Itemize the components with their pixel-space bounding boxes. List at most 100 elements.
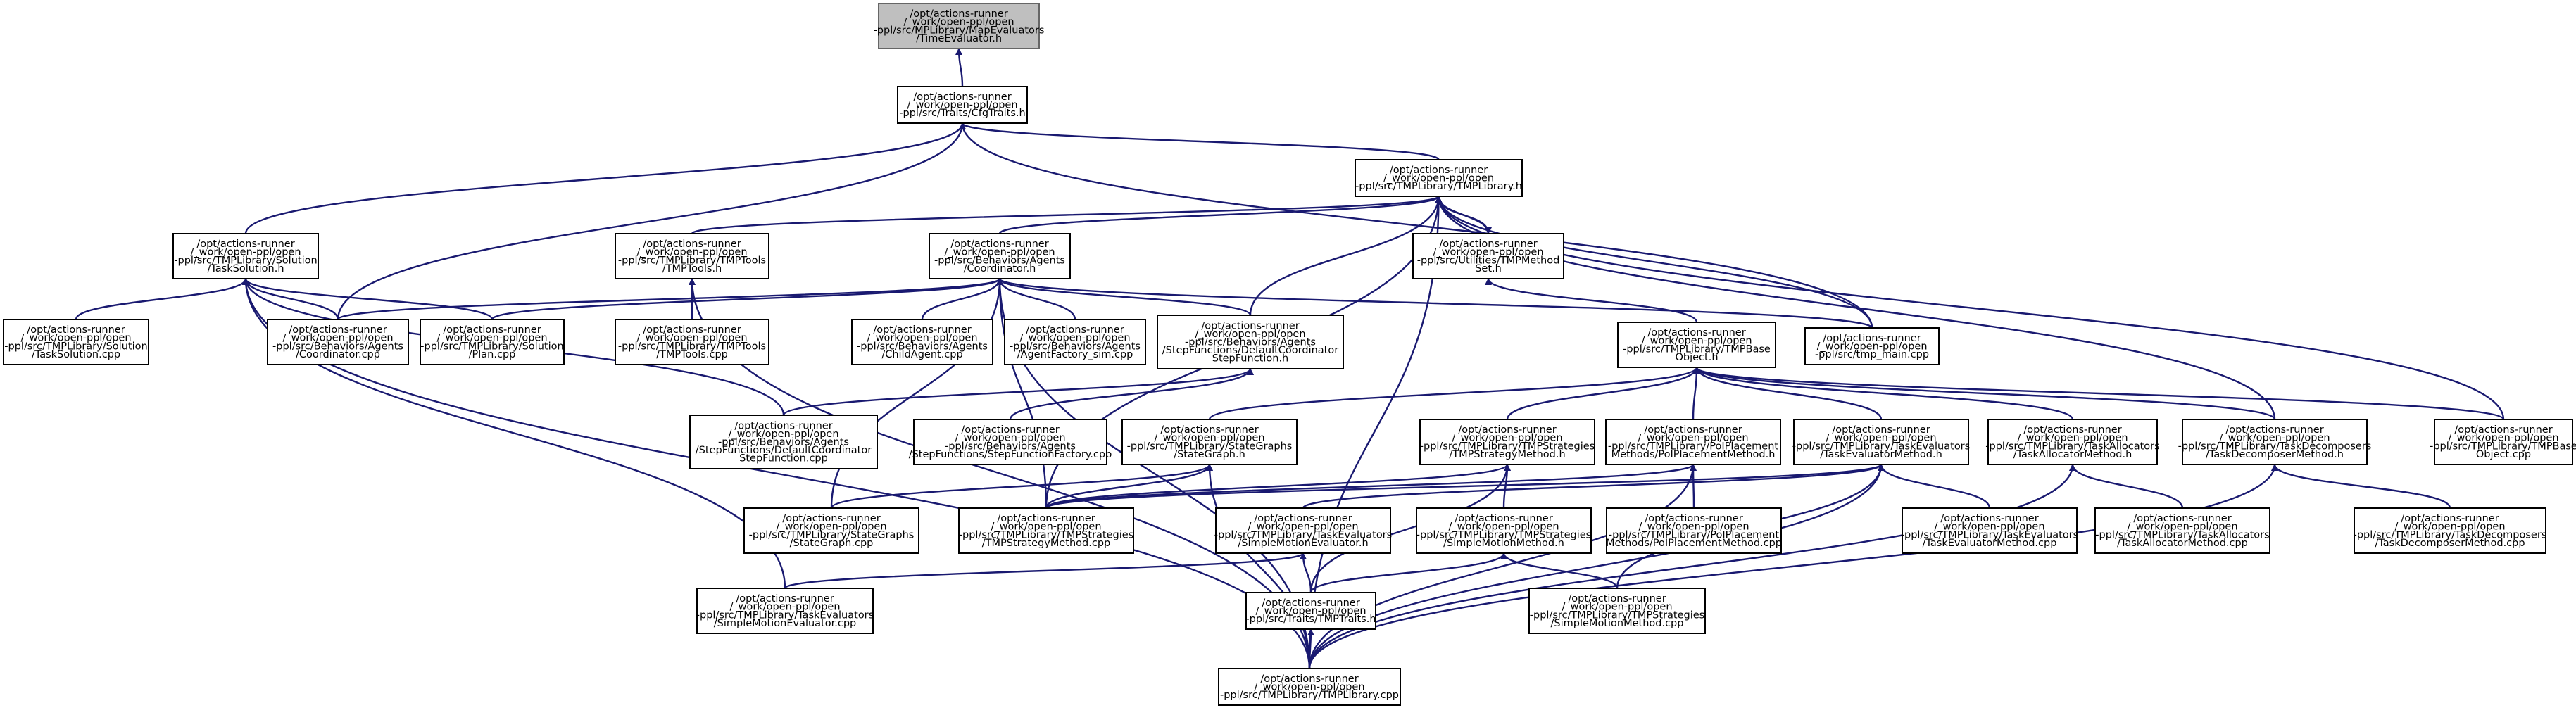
file-path-line: /ChildAgent.cpp: [881, 349, 962, 360]
file-path-line: -ppl/src/TMPLibrary/PoIPlacement: [1609, 529, 1779, 540]
file-node-TaskEvaluatorMethod_h[interactable]: /opt/actions-runner/_work/open-ppl/open-…: [1792, 419, 1970, 465]
edge-TMPBaseObject_cpp-includes-TMPBaseObject_h: [1693, 366, 2505, 421]
file-node-TMPLibrary_h[interactable]: /opt/actions-runner/_work/open-ppl/open-…: [1355, 159, 1523, 197]
edge-TMPLibrary_cpp-includes-TMPLibrary_h: [1308, 196, 1443, 669]
file-node-TMPBaseObject_h[interactable]: /opt/actions-runner/_work/open-ppl/open-…: [1617, 322, 1776, 368]
file-path-line: -ppl/src/TMPLibrary/TaskDecomposers: [2354, 529, 2547, 540]
file-node-PoIPlacementMethod_h[interactable]: /opt/actions-runner/_work/open-ppl/open-…: [1605, 419, 1781, 465]
file-path-line: /opt/actions-runner: [1940, 513, 2038, 524]
file-path-line: -ppl/src/TMPLibrary/TaskEvaluators: [1214, 529, 1392, 540]
file-path-line: Methods/PoIPlacementMethod.h: [1611, 449, 1776, 460]
file-node-TaskDecomposerMethod_h[interactable]: /opt/actions-runner/_work/open-ppl/open-…: [2178, 419, 2372, 465]
file-path-line: /_work/open-ppl/open: [1816, 341, 1927, 353]
file-path-line: Methods/PoIPlacementMethod.cpp: [1606, 538, 1782, 549]
file-node-tmp_main_cpp[interactable]: /opt/actions-runner/_work/open-ppl/open-…: [1804, 327, 1940, 365]
file-path-line: /TaskSolution.cpp: [32, 349, 120, 360]
file-node-SimpleMotionEvaluator_cpp[interactable]: /opt/actions-runner/_work/open-ppl/open-…: [696, 588, 874, 634]
file-node-box: [1419, 419, 1595, 465]
file-path-line: /_work/open-ppl/open: [1448, 521, 1559, 533]
file-path-line: /opt/actions-runner: [643, 239, 741, 250]
file-node-SimpleMotionEvaluator_h[interactable]: /opt/actions-runner/_work/open-ppl/open-…: [1214, 507, 1392, 554]
file-path-line: /_work/open-ppl/open: [282, 333, 393, 344]
file-node-SimpleMotionMethod_cpp[interactable]: /opt/actions-runner/_work/open-ppl/open-…: [1528, 588, 1706, 634]
edge-tmp_main_cpp-includes-Coordinator_h: [996, 277, 1873, 329]
file-node-TaskAllocatorMethod_cpp[interactable]: /opt/actions-runner/_work/open-ppl/open-…: [2094, 507, 2270, 554]
edge-TMPStrategyMethod_h-includes-TMPBaseObject_h: [1506, 367, 1700, 420]
file-node-TimeEvaluator_h: /opt/actions-runner/_work/open-ppl/open-…: [874, 3, 1044, 49]
file-node-DefaultCoordinatorStepFunction_h[interactable]: /opt/actions-runner/_work/open-ppl/open-…: [1157, 315, 1344, 369]
file-node-AgentFactory_sim_cpp[interactable]: /opt/actions-runner/_work/open-ppl/open-…: [1004, 319, 1146, 365]
edge-TMPTraits_h-includes-SimpleMotionEvaluator_h: [1300, 552, 1312, 593]
edge-TMPLibrary_cpp-includes-PoIPlacementMethod_h: [1308, 464, 1697, 669]
file-path-line: Object.cpp: [2476, 449, 2531, 460]
edge-CfgTraits_h-includes-TimeEvaluator_h: [955, 48, 964, 87]
file-path-line: -ppl/src/Behaviors/Agents: [1185, 337, 1316, 348]
file-path-line: /Plan.cpp: [469, 349, 516, 360]
file-node-TaskAllocatorMethod_h[interactable]: /opt/actions-runner/_work/open-ppl/open-…: [1985, 419, 2160, 465]
file-node-TMPMethodSet_h[interactable]: /opt/actions-runner/_work/open-ppl/open-…: [1412, 233, 1564, 279]
file-node-Coordinator_cpp[interactable]: /opt/actions-runner/_work/open-ppl/open-…: [267, 319, 409, 365]
file-path-line: /opt/actions-runner: [782, 513, 880, 524]
file-path-line: /opt/actions-runner: [1390, 165, 1488, 176]
file-path-line: /opt/actions-runner: [2225, 424, 2323, 436]
file-path-line: -ppl/src/TMPLibrary/StateGraphs: [1127, 441, 1293, 452]
file-node-TMPStrategyMethod_cpp[interactable]: /opt/actions-runner/_work/open-ppl/open-…: [958, 507, 1134, 554]
file-node-CfgTraits_h[interactable]: /opt/actions-runner/_work/open-ppl/open-…: [897, 86, 1028, 124]
file-node-StateGraph_cpp[interactable]: /opt/actions-runner/_work/open-ppl/open-…: [743, 507, 919, 554]
file-path-line: /TaskAllocatorMethod.cpp: [2117, 538, 2248, 549]
file-node-Plan_cpp[interactable]: /opt/actions-runner/_work/open-ppl/open-…: [420, 319, 565, 365]
file-node-TaskSolution_cpp[interactable]: /opt/actions-runner/_work/open-ppl/open-…: [3, 319, 149, 365]
file-node-PoIPlacementMethod_cpp[interactable]: /opt/actions-runner/_work/open-ppl/open-…: [1606, 507, 1782, 554]
file-path-line: -ppl/src/Behaviors/Agents: [272, 341, 403, 352]
file-node-TMPTraits_h[interactable]: /opt/actions-runner/_work/open-ppl/open-…: [1245, 592, 1376, 630]
file-path-line: -ppl/src/Behaviors/Agents: [945, 441, 1076, 452]
file-path-line: /AgentFactory_sim.cpp: [1017, 349, 1133, 360]
file-path-line: /_work/open-ppl/open: [728, 429, 838, 440]
file-node-StateGraph_h[interactable]: /opt/actions-runner/_work/open-ppl/open-…: [1121, 419, 1298, 465]
file-path-line: -ppl/src/TMPLibrary/TaskAllocators: [1985, 441, 2159, 452]
file-path-line: -ppl/src/TMPLibrary/Solution: [174, 255, 317, 266]
file-path-line: -ppl/src/TMPLibrary/TaskDecomposers: [2178, 441, 2372, 452]
file-node-box: [2434, 419, 2573, 465]
file-node-box: [929, 233, 1071, 279]
file-node-TaskEvaluatorMethod_cpp[interactable]: /opt/actions-runner/_work/open-ppl/open-…: [1901, 507, 2078, 554]
file-path-line: -ppl/src/TMPLibrary/TMPTools: [618, 341, 766, 352]
file-node-box: [1121, 419, 1298, 465]
file-node-SimpleMotionMethod_h[interactable]: /opt/actions-runner/_work/open-ppl/open-…: [1416, 507, 1592, 554]
file-node-ChildAgent_cpp[interactable]: /opt/actions-runner/_work/open-ppl/open-…: [851, 319, 993, 365]
file-path-line: -ppl/src/TMPLibrary/PoIPlacement: [1608, 441, 1778, 452]
file-node-TMPLibrary_cpp[interactable]: /opt/actions-runner/_work/open-ppl/open-…: [1218, 668, 1401, 706]
file-node-DefaultCoordinatorStepFunction_cpp[interactable]: /opt/actions-runner/_work/open-ppl/open-…: [689, 415, 878, 469]
file-path-line: /opt/actions-runner: [1260, 673, 1358, 685]
file-path-line: /_work/open-ppl/open: [636, 333, 747, 344]
file-node-box: [172, 233, 319, 279]
file-node-TMPTools_cpp[interactable]: /opt/actions-runner/_work/open-ppl/open-…: [615, 319, 769, 365]
file-node-TaskDecomposerMethod_cpp[interactable]: /opt/actions-runner/_work/open-ppl/open-…: [2354, 507, 2547, 554]
edge-TaskAllocatorMethod_cpp-includes-TaskAllocatorMethod_h: [2069, 464, 2184, 509]
edge-TMPStrategyMethod_cpp-includes-TMPStrategyMethod_h: [1045, 463, 1511, 510]
file-path-line: /TaskEvaluatorMethod.h: [1820, 449, 1942, 460]
file-path-line: /opt/actions-runner: [997, 513, 1095, 524]
file-path-line: /StateGraph.cpp: [790, 538, 874, 549]
file-node-Coordinator_h[interactable]: /opt/actions-runner/_work/open-ppl/open-…: [929, 233, 1071, 279]
file-path-line: /opt/actions-runner: [1458, 424, 1556, 436]
file-path-line: /_work/open-ppl/open: [776, 521, 886, 533]
file-path-line: /_work/open-ppl/open: [1255, 606, 1366, 617]
file-node-TMPBaseObject_cpp[interactable]: /opt/actions-runner/_work/open-ppl/open-…: [2430, 419, 2576, 465]
file-path-line: /TaskDecomposerMethod.h: [2206, 449, 2344, 460]
file-path-line: /opt/actions-runner: [1644, 424, 1742, 436]
file-node-TaskSolution_h[interactable]: /opt/actions-runner/_work/open-ppl/open-…: [172, 233, 319, 279]
file-path-line: /_work/open-ppl/open: [2219, 433, 2330, 444]
edge-TaskEvaluatorMethod_h-includes-TMPBaseObject_h: [1693, 367, 1883, 420]
file-node-TMPTools_h[interactable]: /opt/actions-runner/_work/open-ppl/open-…: [615, 233, 769, 279]
file-node-StepFunctionFactory_cpp[interactable]: /opt/actions-runner/_work/open-ppl/open-…: [909, 419, 1112, 465]
file-path-line: /_work/open-ppl/open: [1248, 521, 1358, 533]
edge-TMPTools_h-includes-TMPLibrary_h: [691, 195, 1443, 235]
file-path-line: -ppl/src/TMPLibrary/TMPBase: [1623, 343, 1771, 355]
edge-TMPBaseObject_h-includes-TMPMethodSet_h: [1485, 278, 1698, 323]
file-path-line: /opt/actions-runner: [1201, 320, 1299, 331]
file-path-line: /SimpleMotionEvaluator.h: [1238, 538, 1368, 549]
file-node-TMPStrategyMethod_h[interactable]: /opt/actions-runner/_work/open-ppl/open-…: [1419, 419, 1595, 465]
file-node-box: [1215, 507, 1391, 554]
